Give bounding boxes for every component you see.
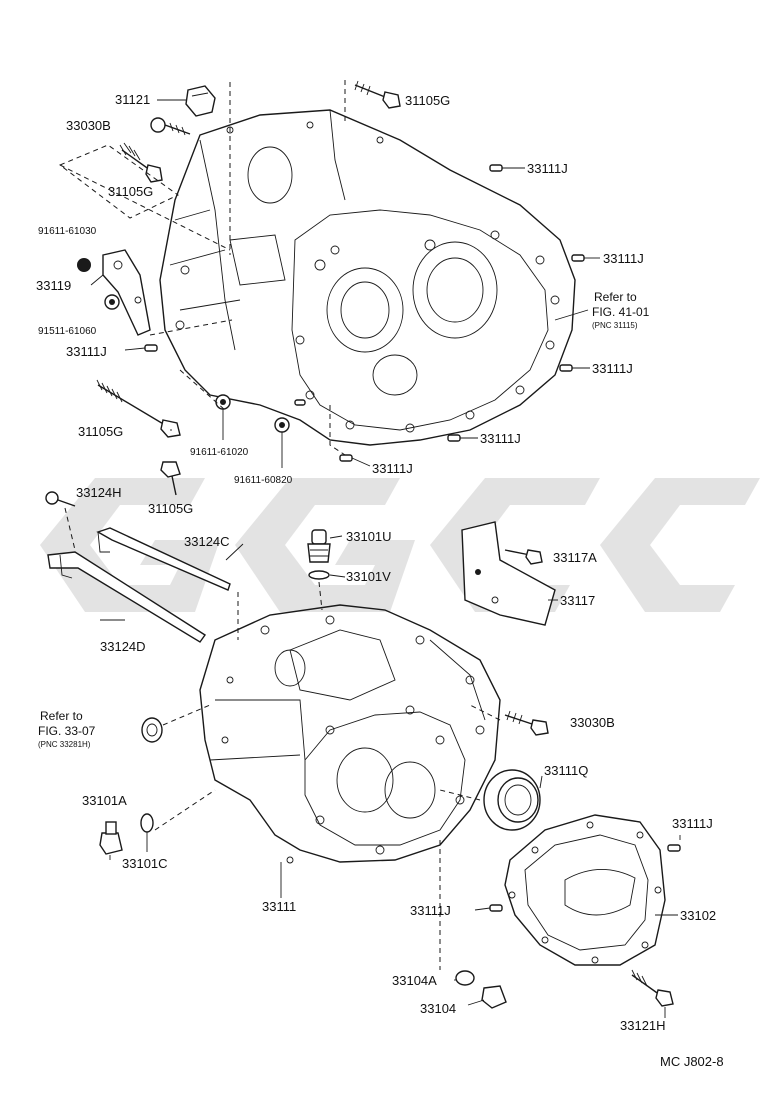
part-91511-61060-washer (104, 294, 120, 310)
part-33101c-washer (140, 813, 154, 833)
transaxle-case-upper (159, 109, 576, 446)
label-33119: 33119 (36, 278, 71, 293)
label-33111j-4: 33111J (592, 361, 633, 376)
part-33119-bracket (102, 249, 151, 336)
label-33124h: 33124H (76, 485, 122, 500)
refer-note-33-07-line2: FIG. 33-07 (38, 724, 96, 738)
label-33111j-1: 33111J (527, 161, 568, 176)
part-33101v-gasket (308, 570, 330, 580)
part-33117a-bolt (504, 549, 543, 565)
label-31105g-bottom: 31105G (148, 501, 193, 516)
refer-note-33-07: Refer to FIG. 33-07 (PNC 33281H) (38, 709, 96, 749)
part-31105g-bolt-top (354, 80, 401, 109)
label-31121: 31121 (115, 92, 150, 107)
label-33104a: 33104A (392, 973, 437, 988)
label-33111j-8: 33111J (410, 903, 451, 918)
label-31105g-top: 31105G (405, 93, 450, 108)
refer-note-41-01-line3: (PNC 31115) (592, 321, 638, 330)
part-91611-61030-nut (77, 258, 91, 272)
assembly-lines (59, 80, 501, 970)
label-33030b-bottom: 33030B (570, 715, 615, 730)
label-33102: 33102 (680, 908, 716, 923)
label-33111j-5: 33111J (480, 431, 521, 446)
part-33121h-bolt (631, 969, 674, 1007)
part-91611-61020-washer (215, 394, 231, 410)
part-33101a-plug (99, 821, 123, 855)
label-33111j-3: 33111J (66, 344, 107, 359)
part-31105g-bolt-mid (96, 379, 181, 438)
label-31105g-left: 31105G (108, 184, 153, 199)
label-33111j-6: 33111J (372, 461, 413, 476)
refer-note-33-07-line3: (PNC 33281H) (38, 740, 91, 749)
label-33117: 33117 (560, 593, 595, 608)
part-33124d-rod (47, 551, 206, 643)
label-33111: 33111 (262, 899, 296, 914)
label-33124c: 33124C (184, 534, 230, 549)
part-33030b-bolt-top (150, 117, 191, 136)
label-91511-61060: 91511-61060 (38, 326, 97, 337)
label-31105g-mid: 31105G (78, 424, 123, 439)
case-cover-33102 (504, 814, 666, 966)
label-33101v: 33101V (346, 569, 391, 584)
leader-lines (90, 99, 681, 1018)
transaxle-case-lower (199, 604, 501, 864)
refer-note-33-07-line1: Refer to (40, 709, 83, 723)
label-33030b-top: 33030B (66, 118, 111, 133)
label-33111j-2: 33111J (603, 251, 644, 266)
refer-note-41-01: Refer to FIG. 41-01 (PNC 31115) (592, 290, 650, 330)
label-33101c: 33101C (122, 856, 168, 871)
refer-note-41-01-line1: Refer to (594, 290, 637, 304)
part-31121-clip (185, 85, 216, 117)
part-labels: 31121 33030B 31105G 31105G 33111J 91611-… (36, 92, 716, 1033)
label-91611-61030: 91611-61030 (38, 226, 97, 237)
label-33111j-7: 33111J (672, 816, 713, 831)
part-33111q-oil-seal (483, 769, 541, 831)
label-91611-61020: 91611-61020 (190, 447, 249, 458)
label-33104: 33104 (420, 1001, 456, 1016)
part-33124h-bolt (45, 491, 76, 507)
label-33101u: 33101U (346, 529, 392, 544)
label-33121h: 33121H (620, 1018, 666, 1033)
label-91611-60820: 91611-60820 (234, 475, 293, 486)
label-33101a: 33101A (82, 793, 127, 808)
part-33104a-gasket (455, 970, 475, 986)
label-33111q: 33111Q (544, 763, 588, 778)
part-33104-plug (481, 985, 507, 1009)
part-31105g-bolt-left (119, 142, 163, 183)
label-33117a: 33117A (553, 550, 597, 565)
part-31105g-bolt-bottom (160, 461, 181, 496)
diagram-id: MC J802-8 (660, 1054, 724, 1069)
dowel-pins (144, 164, 681, 912)
part-91611-60820-washer (274, 417, 290, 433)
part-33117-bracket (461, 521, 556, 626)
part-plug-ref-33-07 (141, 717, 163, 743)
label-33124d: 33124D (100, 639, 146, 654)
refer-note-41-01-line2: FIG. 41-01 (592, 305, 650, 319)
part-33124c-rod (96, 527, 231, 591)
part-33101u-switch (307, 529, 331, 563)
part-33030b-bolt-bottom (504, 710, 549, 736)
